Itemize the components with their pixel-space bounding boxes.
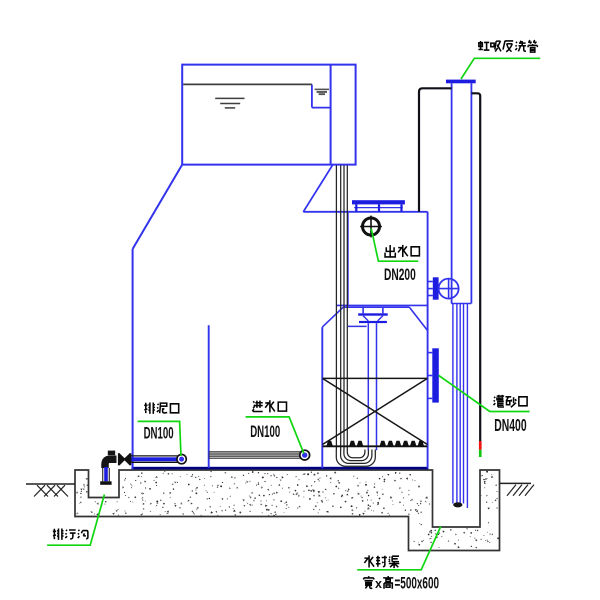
svg-text:x: x	[375, 577, 382, 591]
svg-text:DN400: DN400	[494, 415, 526, 435]
svg-text:DN100: DN100	[250, 423, 280, 441]
svg-text:=500x600: =500x600	[395, 574, 440, 593]
svg-text:DN200: DN200	[384, 266, 416, 284]
svg-text:DN100: DN100	[144, 424, 174, 442]
